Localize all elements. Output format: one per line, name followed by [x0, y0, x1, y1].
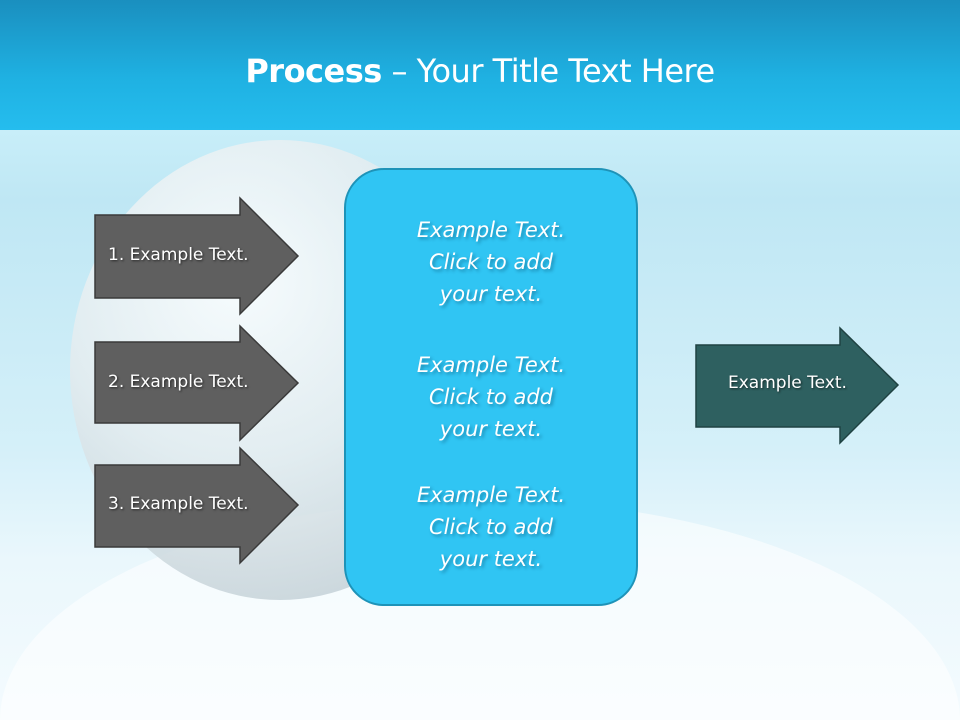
- paragraph-3: Example Text. Click to add your text.: [416, 483, 566, 571]
- arrow-3[interactable]: [94, 446, 300, 565]
- center-text-box[interactable]: Example Text. Click to add your text. Ex…: [344, 168, 638, 606]
- arrow-2[interactable]: [94, 324, 300, 442]
- arrow-1-label: 1. Example Text.: [108, 245, 249, 265]
- title-banner: [0, 0, 960, 130]
- right-arrow-label: Example Text.: [728, 373, 847, 393]
- arrow-3-label: 3. Example Text.: [108, 494, 249, 514]
- arrow-2-label: 2. Example Text.: [108, 372, 249, 392]
- right-arrow[interactable]: [695, 326, 900, 445]
- paragraph-1: Example Text. Click to add your text.: [416, 218, 566, 306]
- slide-title[interactable]: Process – Your Title Text Here: [245, 52, 715, 90]
- arrow-1[interactable]: [94, 196, 300, 316]
- paragraph-2: Example Text. Click to add your text.: [416, 353, 566, 441]
